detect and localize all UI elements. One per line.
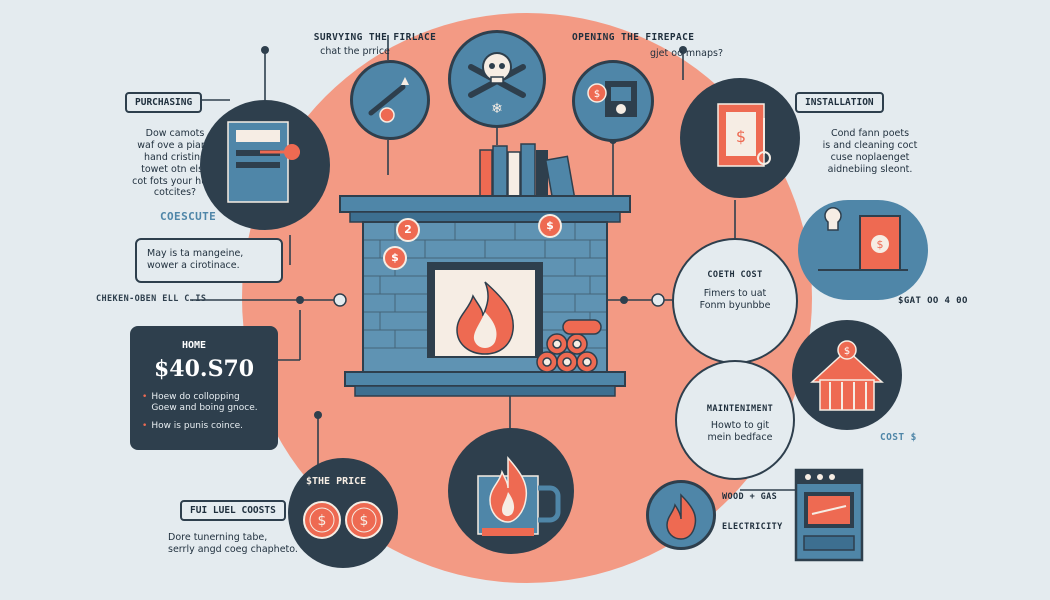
cost-circle xyxy=(672,238,798,364)
skull-wrench-icon: ❄ xyxy=(468,52,526,117)
the-price-label: $THE PRICE xyxy=(306,476,367,487)
maintenance-label: MAINTENIMENT xyxy=(706,404,774,414)
connector-dots xyxy=(261,46,687,419)
surveying-subtitle: chat the prrice xyxy=(320,46,390,57)
surveying-title: SURVYING THE FIRLACE xyxy=(313,32,437,43)
sgat-label: $GAT OO 4 0O xyxy=(898,296,968,306)
svg-text:$: $ xyxy=(844,346,850,357)
opening-title: OPENING THE FIREPACE xyxy=(572,32,695,43)
house-icon: $ xyxy=(810,340,884,411)
coins-icon: $ $ xyxy=(303,501,383,539)
svg-text:❄: ❄ xyxy=(491,101,503,117)
cost-label: COETH COST xyxy=(707,270,763,280)
stove-illustration xyxy=(790,462,868,562)
price-marker-dollar: $ xyxy=(538,214,562,238)
flame-pot-icon xyxy=(477,456,561,536)
svg-text:$: $ xyxy=(318,513,327,529)
bullet-2: How is punis coince. xyxy=(151,420,244,431)
logs-icon xyxy=(536,319,602,373)
surveying-circle xyxy=(350,60,430,140)
marker-text: 2 xyxy=(404,223,412,236)
cost-icon-circle: $ xyxy=(798,200,928,300)
electricity-label: ELECTRICITY xyxy=(722,522,783,532)
opening-subtitle: gjet oo mnaps? xyxy=(650,48,724,59)
installation-text: Cond fann poets is and cleaning coct cus… xyxy=(822,128,918,175)
fireplace-illustration xyxy=(339,143,631,397)
printer-icon xyxy=(227,121,300,203)
marker-text: $ xyxy=(391,251,399,264)
machine-icon: $ xyxy=(587,81,637,117)
opening-circle: $ xyxy=(572,60,654,142)
marker-text: $ xyxy=(546,219,554,232)
books-icon xyxy=(479,143,576,201)
bullet-list: •Hoew do collopping Goew and boing gnoce… xyxy=(142,392,258,431)
stove-icon xyxy=(794,468,864,562)
purchasing-label: PURCHASING xyxy=(125,92,203,113)
svg-text:$: $ xyxy=(360,513,369,529)
svg-text:$: $ xyxy=(594,89,600,100)
home-price: $40.S70 xyxy=(154,356,255,382)
installation-label: INSTALLATION xyxy=(795,92,884,113)
price-marker-2: 2 xyxy=(396,218,420,242)
note-box: May is ta mangeine, wower a cirotinace. xyxy=(135,238,283,283)
purchasing-circle xyxy=(200,100,330,230)
checken-label: CHEKEN-OBEN ELL C.IS xyxy=(96,294,207,304)
price-circle: $THE PRICE $ $ xyxy=(288,458,398,568)
maintenance-house-circle: $ xyxy=(792,320,902,430)
installation-circle: $ xyxy=(680,78,800,198)
flame-icon xyxy=(666,493,697,540)
svg-text:$: $ xyxy=(736,127,746,146)
fuel-circle xyxy=(448,428,574,554)
wood-gas-label: WOOD + GAS xyxy=(722,492,778,502)
maintenance-circle xyxy=(675,360,795,480)
fuel-costs-text: Dore tunerning tabe, serrly angd coeg ch… xyxy=(168,532,298,555)
cost-dollar-label: COST $ xyxy=(880,432,917,443)
home-label: HOME xyxy=(182,340,207,351)
price-marker-dollar-left: $ xyxy=(383,246,407,270)
coescute-label: COESCUTE xyxy=(160,210,217,223)
home-price-card: HOME $40.S70 xyxy=(130,326,278,450)
gas-flame-circle xyxy=(646,480,716,550)
hazard-circle: ❄ xyxy=(448,30,546,128)
bullet-1: Hoew do collopping Goew and boing gnoce. xyxy=(151,392,258,414)
cost-text: Fimers to uat Fonm byunbbe xyxy=(699,288,771,311)
heater-icon: $ xyxy=(818,207,908,271)
sign-icon: $ xyxy=(717,103,771,167)
torch-icon xyxy=(368,77,409,123)
fuel-costs-label: FUI LUEL COOSTS xyxy=(180,500,286,521)
svg-text:$: $ xyxy=(877,238,884,251)
maintenance-text: Howto to git mein bedface xyxy=(707,420,773,443)
